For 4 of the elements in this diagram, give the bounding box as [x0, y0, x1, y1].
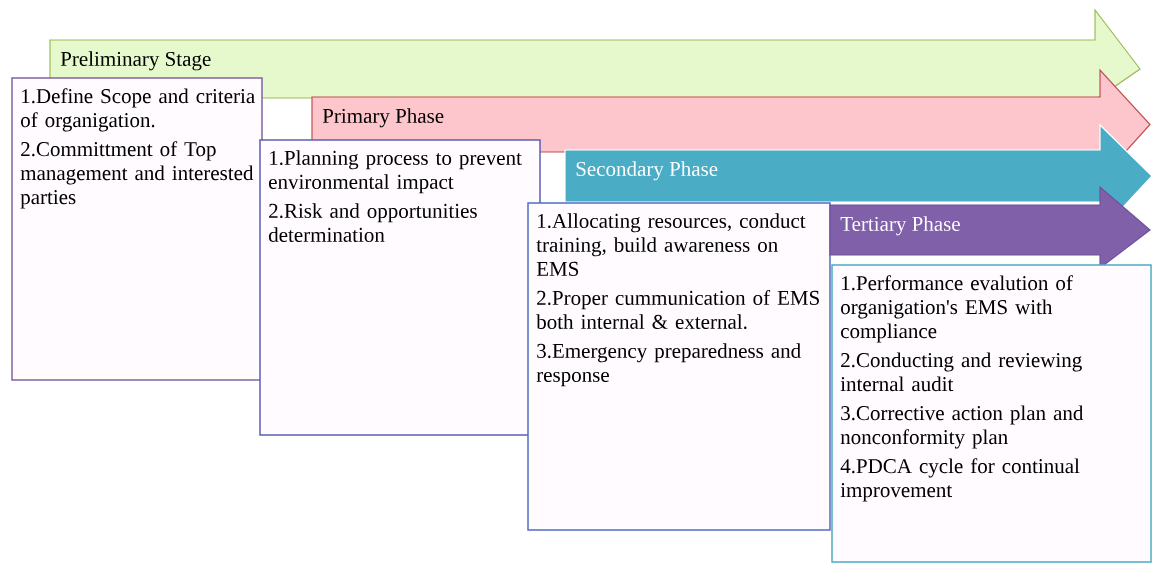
- arrow-band: Tertiary Phase: [829, 185, 1151, 270]
- text-box: 1.Define Scope and criteria of organigation. 2.Committment of Top management and interested parties: [11, 77, 263, 381]
- text-box: 1.Performance evalution of organigation's EMS with compliance 2.Conducting and reviewing internal audit 3.Corrective action plan and nonconformity plan 4.PDCA cycle for continual improvement: [831, 264, 1152, 563]
- text-box: 1.Allocating resources, conduct training, build awareness on EMS 2.Proper cummunication of EMS both internal & external. 3.Emergency preparedness and response: [527, 202, 831, 531]
